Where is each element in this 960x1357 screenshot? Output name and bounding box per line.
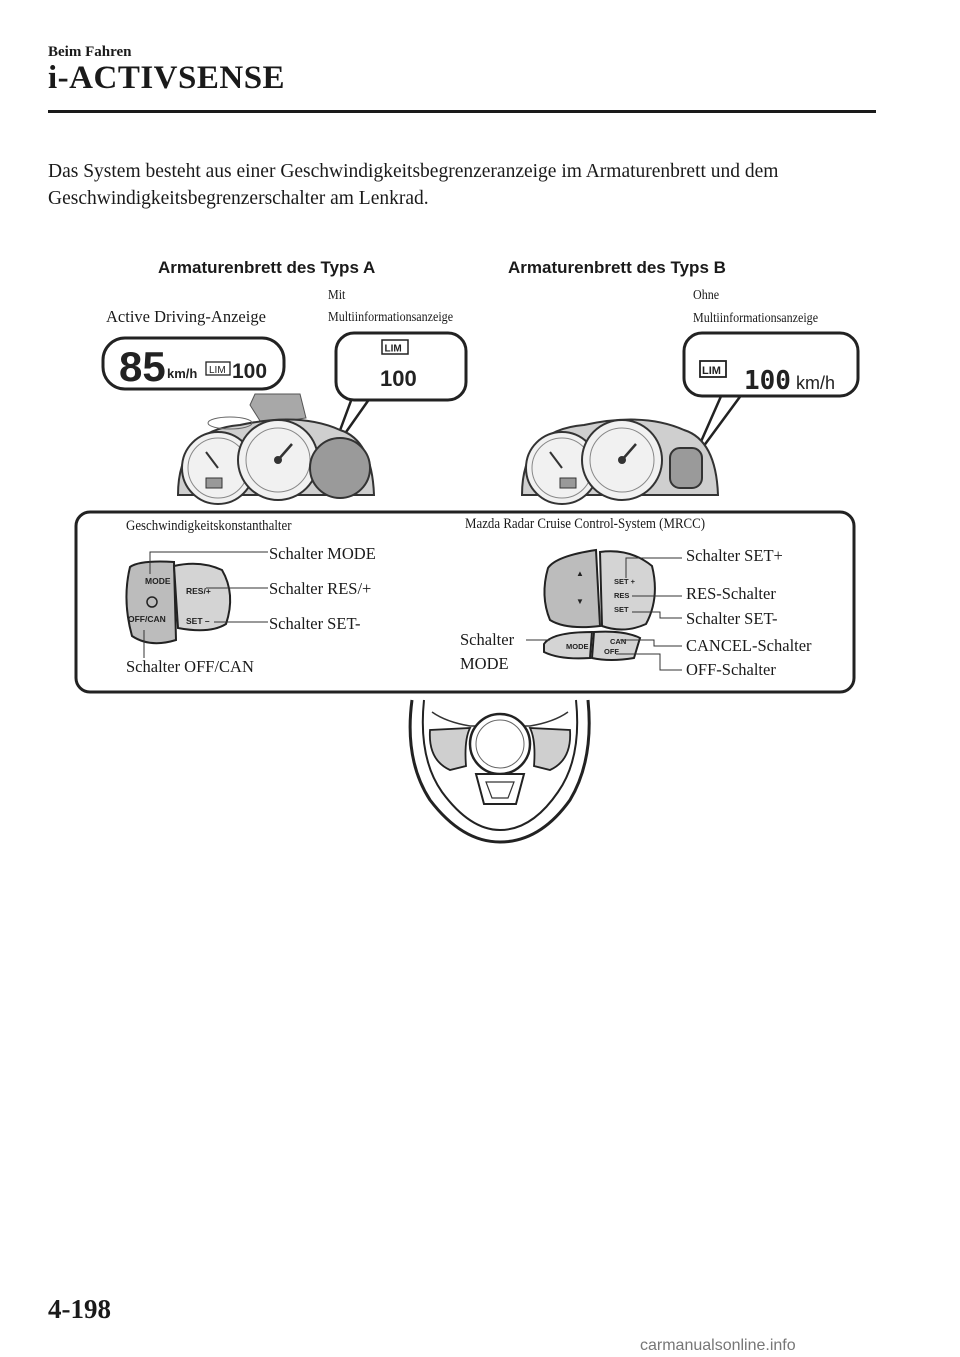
cruise-icon <box>146 596 158 608</box>
without-mid-label-2: Multiinformationsanzeige <box>693 311 819 326</box>
type-b-heading: Armaturenbrett des Typs B <box>508 258 726 277</box>
mrcc-label-off: OFF-Schalter <box>686 660 776 679</box>
cc-label-res-plus: Schalter RES/+ <box>269 579 372 598</box>
cc-label-mode: Schalter MODE <box>269 544 376 563</box>
ad-speed-value: 85 <box>119 343 166 390</box>
cc-label-off-can: Schalter OFF/CAN <box>126 657 254 676</box>
switch-panel <box>74 510 856 694</box>
with-mid-label-1: Mit <box>328 288 346 303</box>
mrcc-label-mode-1: Schalter <box>460 630 515 649</box>
b-unit: km/h <box>796 373 835 393</box>
b-limit-value: 100 <box>744 366 791 396</box>
ad-limit-value: 100 <box>232 360 267 383</box>
mrcc-btn-mode-text: MODE <box>566 642 589 651</box>
mrcc-label-set-plus: Schalter SET+ <box>686 546 783 565</box>
mrcc-btn-off-text: OFF <box>604 647 619 656</box>
type-a-heading: Armaturenbrett des Typs A <box>158 258 376 277</box>
without-mid-label-1: Ohne <box>693 288 720 303</box>
watermark: carmanualsonline.info <box>640 1337 796 1354</box>
active-driving-label: Active Driving-Anzeige <box>106 307 266 326</box>
mrcc-label-cancel: CANCEL-Schalter <box>686 636 812 655</box>
mrcc-btn-setminus-text: SET <box>614 605 629 614</box>
ad-speed-unit: km/h <box>167 366 197 381</box>
type-b-display: LIM 100 km/h <box>682 331 860 463</box>
instrument-cluster-b <box>520 418 720 505</box>
cc-btn-set-text: SET – <box>186 616 210 626</box>
mrcc-heading: Mazda Radar Cruise Control-System (MRCC) <box>465 516 706 532</box>
mrcc-label-mode-2: MODE <box>460 654 509 673</box>
mrcc-btn-setplus-text: SET + <box>614 577 636 586</box>
active-driving-display: 85 km/h LIM 100 <box>101 336 286 391</box>
cc-btn-mode-text: MODE <box>145 576 171 586</box>
svg-text:▲: ▲ <box>576 569 584 578</box>
title-divider <box>48 110 876 113</box>
mid-lim-badge: LIM <box>385 344 402 355</box>
instrument-cluster-a <box>176 416 376 505</box>
section-label: Beim Fahren <box>48 44 132 60</box>
mrcc-label-res: RES-Schalter <box>686 584 776 603</box>
b-lim-badge: LIM <box>702 365 721 377</box>
intro-paragraph: Das System besteht aus einer Geschwindig… <box>48 161 779 209</box>
mrcc-label-set-minus: Schalter SET- <box>686 609 778 628</box>
page-number: 4-198 <box>48 1294 111 1324</box>
mrcc-btn-res-text: RES <box>614 591 629 600</box>
svg-text:▼: ▼ <box>576 597 584 606</box>
with-mid-label-2: Multiinformationsanzeige <box>328 310 454 325</box>
cruise-control-heading: Geschwindigkeitskonstanthalter <box>126 518 292 534</box>
steering-wheel <box>408 699 591 844</box>
mid-display: LIM 100 <box>330 331 468 453</box>
cc-btn-res-text: RES/+ <box>186 586 211 596</box>
mid-limit-value: 100 <box>380 366 417 391</box>
mrcc-btn-can-text: CAN <box>610 637 626 646</box>
cruise-switch-cluster: MODE RES/+ SET – OFF/CAN <box>125 551 268 658</box>
page-title: i-ACTIVSENSE <box>48 60 286 96</box>
cc-btn-offcan-text: OFF/CAN <box>128 614 166 624</box>
cc-label-set-minus: Schalter SET- <box>269 614 361 633</box>
ad-lim-badge: LIM <box>209 365 226 376</box>
mrcc-switch-cluster: ▲ ▼ SET + RES SET MODE CAN OFF <box>526 548 682 671</box>
